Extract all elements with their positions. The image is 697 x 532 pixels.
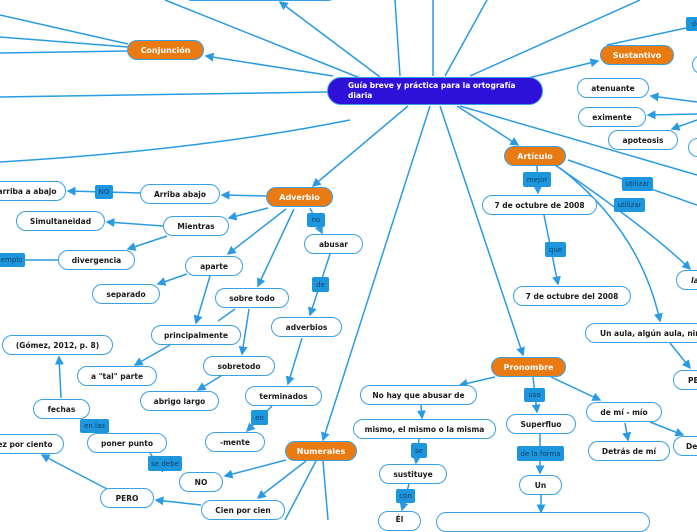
node-arriba-a-abajo[interactable]: arriba a abajo — [0, 181, 66, 201]
node-sobre-todo[interactable]: sobre todo — [215, 288, 289, 308]
node-no[interactable]: NO — [179, 472, 223, 492]
node-apoteosis[interactable]: apoteosis — [608, 130, 678, 150]
label-mejor: mejor — [523, 172, 551, 187]
node-un-aula[interactable]: Un aula, algún aula, ning — [585, 323, 697, 343]
node-adverbio[interactable]: Adverbio — [266, 187, 333, 207]
node-terminados[interactable]: terminados — [245, 386, 322, 406]
node-fecha-2[interactable]: 7 de octubre del 2008 — [513, 286, 631, 306]
node-sustituye[interactable]: sustituye — [379, 464, 447, 484]
node-simultaneidad[interactable]: Simultaneidad — [16, 211, 105, 231]
label-utilizar: utilizar — [622, 177, 653, 191]
label-ejemplo: ejemplo — [0, 253, 25, 267]
node-aparte[interactable]: aparte — [185, 256, 243, 276]
node-atenuante[interactable]: atenuante — [577, 78, 649, 98]
node-arriba-abajo[interactable]: Arriba abajo — [140, 184, 220, 204]
node-adverbios[interactable]: adverbios — [271, 317, 342, 337]
node-abrigo-largo[interactable]: abrigo largo — [140, 391, 219, 411]
top-category-node[interactable] — [185, 0, 335, 1]
node-divergencia[interactable]: divergencia — [58, 250, 135, 270]
node-pronombre[interactable]: Pronombre — [491, 357, 566, 377]
node-mente[interactable]: -mente — [205, 432, 265, 452]
node-bottom[interactable] — [436, 512, 650, 532]
node-un[interactable]: Un — [519, 475, 562, 495]
node-articulo[interactable]: Artículo — [504, 146, 566, 166]
connector-lines — [0, 0, 697, 520]
node-no-hay[interactable]: No hay que abusar de — [360, 385, 477, 405]
label-con: con — [396, 489, 415, 503]
node-superfluo[interactable]: Superfluo — [506, 414, 576, 434]
node-pe[interactable]: PE — [673, 370, 697, 390]
node-mismo[interactable]: mismo, el mismo o la misma — [353, 419, 496, 439]
label-no: NO — [95, 185, 113, 199]
node-principalmente[interactable]: principalmente — [151, 325, 241, 345]
label-de-la-forma: de la forma — [517, 446, 564, 461]
node-de[interactable]: De — [673, 436, 697, 456]
node-numerales[interactable]: Numerales — [285, 441, 357, 461]
node-mientras[interactable]: Mientras — [163, 216, 229, 236]
node-poner-punto[interactable]: poner punto — [87, 433, 167, 453]
label-utilizar: utilizar — [614, 198, 645, 212]
node-diez-por-ciento[interactable]: diez por ciento — [0, 434, 64, 454]
node-fecha-1[interactable]: 7 de octubre de 2008 — [482, 195, 597, 215]
label-se: se — [411, 443, 427, 458]
node-sobretodo[interactable]: sobretodo — [203, 356, 275, 376]
label-se-debe: se debe — [148, 456, 182, 471]
label-de: de — [686, 17, 697, 31]
label-uso: uso — [524, 388, 545, 402]
node-pero[interactable]: PERO — [100, 488, 154, 508]
node-de-mi[interactable]: de mí - mío — [586, 402, 662, 422]
node-detras-de-mi[interactable]: Detrás de mí — [588, 441, 670, 461]
label-en-las: en las — [80, 419, 109, 433]
node-tal-parte[interactable]: a "tal" parte — [77, 366, 157, 386]
node-gomez[interactable]: (Gómez, 2012, p. 8) — [2, 335, 113, 355]
label-de: de — [312, 277, 329, 292]
label-en: en — [251, 410, 268, 425]
node-el[interactable]: Él — [378, 511, 421, 531]
node-abusar[interactable]: abusar — [304, 234, 363, 254]
node-eximente[interactable]: eximente — [578, 107, 646, 127]
label-no: no — [307, 213, 325, 227]
node-la[interactable]: la — [676, 270, 697, 290]
node-separado[interactable]: separado — [92, 284, 160, 304]
root-node[interactable]: Guía breve y práctica para la ortografía… — [327, 77, 543, 105]
node-fechas[interactable]: fechas — [33, 399, 90, 419]
node-sustantivo[interactable]: Sustantivo — [600, 45, 674, 65]
label-que: que — [545, 242, 566, 257]
node-conjuncion[interactable]: Conjunción — [127, 40, 204, 60]
node-cien-por-cien[interactable]: Cien por cien — [201, 500, 285, 520]
